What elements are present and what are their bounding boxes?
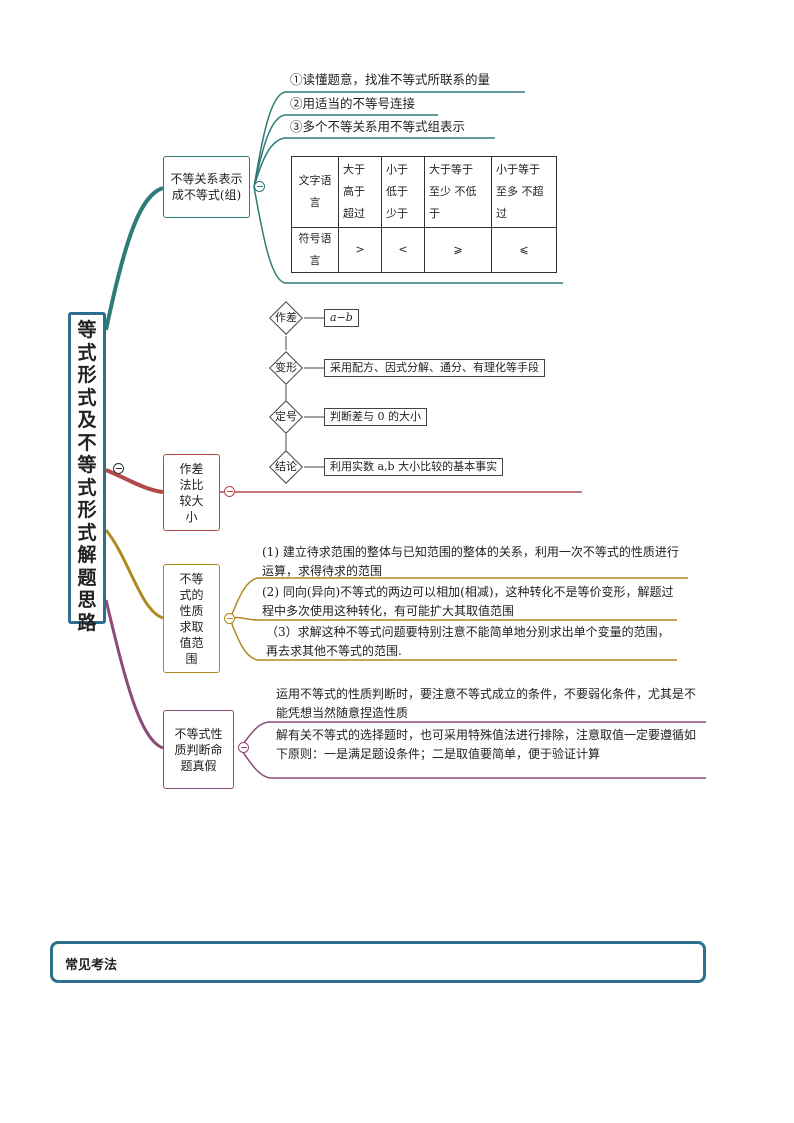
- step-diamond: 变形: [269, 351, 303, 385]
- table-cell: <: [381, 227, 425, 273]
- branch-label: 作差法比较大小: [179, 461, 204, 524]
- step-diamond: 定号: [269, 400, 303, 434]
- step-name: 变形: [275, 361, 297, 374]
- leaf-item: ①读懂题意，找准不等式所联系的量: [290, 72, 491, 87]
- root-collapse-icon[interactable]: [113, 463, 124, 474]
- table-cell: 符号语言: [291, 227, 339, 273]
- branch3-collapse-icon[interactable]: [224, 613, 235, 624]
- branch-label: 不等式性质判断命题真假: [174, 726, 223, 773]
- relation-table: 文字语言 大于 高于 超过 小于 低于 少于 大于等于 至少 不低于 小于等于 …: [291, 156, 557, 273]
- leaf-item: ③多个不等关系用不等式组表示: [290, 119, 466, 134]
- branch4-collapse-icon[interactable]: [238, 742, 249, 753]
- branch-label: 不等关系表示成不等式(组): [170, 172, 243, 202]
- root-title: 等式形式及不等式形式解题思路: [77, 319, 97, 634]
- table-cell: 文字语言: [291, 156, 339, 228]
- step-diamond: 作差: [269, 301, 303, 335]
- step-desc: 判断差与 0 的大小: [324, 408, 427, 426]
- step-name: 作差: [275, 311, 297, 324]
- table-cell: ⩾: [424, 227, 492, 273]
- leaf-item: (2) 同向(异向)不等式的两边可以相加(相减)，这种转化不是等价变形，解题过程…: [262, 585, 674, 618]
- leaf-item: ②用适当的不等号连接: [290, 96, 416, 111]
- leaf-item: （3）求解这种不等式问题要特别注意不能简单地分别求出单个变量的范围，再去求其他不…: [266, 625, 670, 658]
- step-name: 结论: [275, 460, 297, 473]
- table-cell: ⩽: [491, 227, 557, 273]
- root-node: 等式形式及不等式形式解题思路: [68, 312, 106, 634]
- branch-node-inequality-relation: 不等关系表示成不等式(组): [163, 156, 250, 218]
- section-title: 常见考法: [65, 958, 118, 973]
- step-diamond: 结论: [269, 450, 303, 484]
- table-cell: 大于 高于 超过: [338, 156, 382, 228]
- common-exam-box: 常见考法: [50, 941, 706, 983]
- branch-node-difference-method: 作差法比较大小: [163, 454, 220, 531]
- branch2-collapse-icon[interactable]: [224, 486, 235, 497]
- branch-node-property-range: 不等式的性质求取值范围: [163, 564, 220, 673]
- step-desc: 采用配方、因式分解、通分、有理化等手段: [324, 359, 545, 377]
- table-cell: >: [338, 227, 382, 273]
- leaf-item: (1) 建立待求范围的整体与已知范围的整体的关系，利用一次不等式的性质进行运算，…: [262, 545, 679, 578]
- branch-node-judge-proposition: 不等式性质判断命题真假: [163, 710, 234, 789]
- branch-label: 不等式的性质求取值范围: [179, 571, 204, 666]
- table-cell: 小于 低于 少于: [381, 156, 425, 228]
- step-desc: a−b: [324, 309, 359, 327]
- branch1-collapse-icon[interactable]: [254, 181, 265, 192]
- leaf-item: 运用不等式的性质判断时，要注意不等式成立的条件，不要弱化条件，尤其是不能凭想当然…: [276, 687, 697, 720]
- step-name: 定号: [275, 410, 297, 423]
- leaf-item: 解有关不等式的选择题时，也可采用特殊值法进行排除，注意取值一定要遵循如下原则：一…: [276, 728, 697, 761]
- step-desc: 利用实数 a,b 大小比较的基本事实: [324, 458, 504, 476]
- table-cell: 小于等于 至多 不超过: [491, 156, 557, 228]
- table-cell: 大于等于 至少 不低于: [424, 156, 492, 228]
